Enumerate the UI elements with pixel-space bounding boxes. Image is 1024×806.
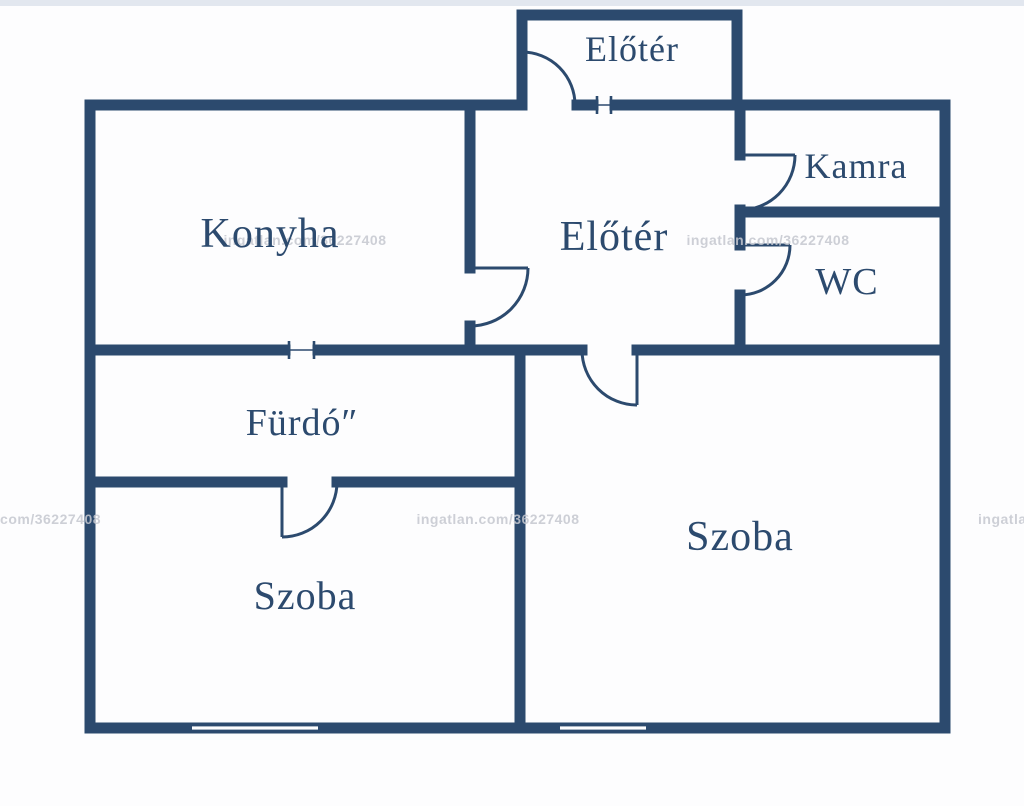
scan-edge-tint	[0, 0, 1024, 6]
window-symbols	[192, 96, 646, 730]
room-label-hall: Előtér	[560, 214, 669, 260]
room-labels: Előtér Konyha Előtér Kamra WC Fürdó″ Szo…	[201, 29, 908, 618]
room-label-room-right: Szoba	[686, 514, 794, 560]
door-arc-kitchen	[469, 267, 530, 328]
window-bottom-left	[192, 726, 318, 730]
door-arc-room-right	[580, 349, 638, 407]
watermark-text: ingatlan.com/36227408	[223, 232, 386, 248]
room-label-kitchen: Konyha	[201, 211, 340, 257]
room-label-room-left: Szoba	[254, 573, 357, 618]
room-label-bathroom: Fürdó″	[246, 402, 359, 444]
doors	[280, 50, 797, 539]
door-arc-wc	[739, 244, 792, 297]
watermark-text: ingatlan.com/36227408	[686, 232, 849, 248]
walls	[84, 9, 951, 734]
room-label-vestibule-top: Előtér	[585, 29, 679, 69]
door-arc-room-left	[281, 481, 339, 539]
room-label-pantry: Kamra	[805, 146, 908, 186]
watermark-text: ingatlan.com/36227408	[978, 511, 1024, 527]
door-arc-pantry	[739, 154, 797, 212]
window-bottom-right	[560, 726, 646, 730]
door-arc-vestibule	[521, 50, 577, 106]
room-label-wc: WC	[815, 261, 878, 303]
watermark-text: ingatlan.com/36227408	[0, 511, 101, 527]
watermarks: ingatlan.com/36227408 ingatlan.com/36227…	[0, 232, 1024, 527]
watermark-text: ingatlan.com/36227408	[416, 511, 579, 527]
